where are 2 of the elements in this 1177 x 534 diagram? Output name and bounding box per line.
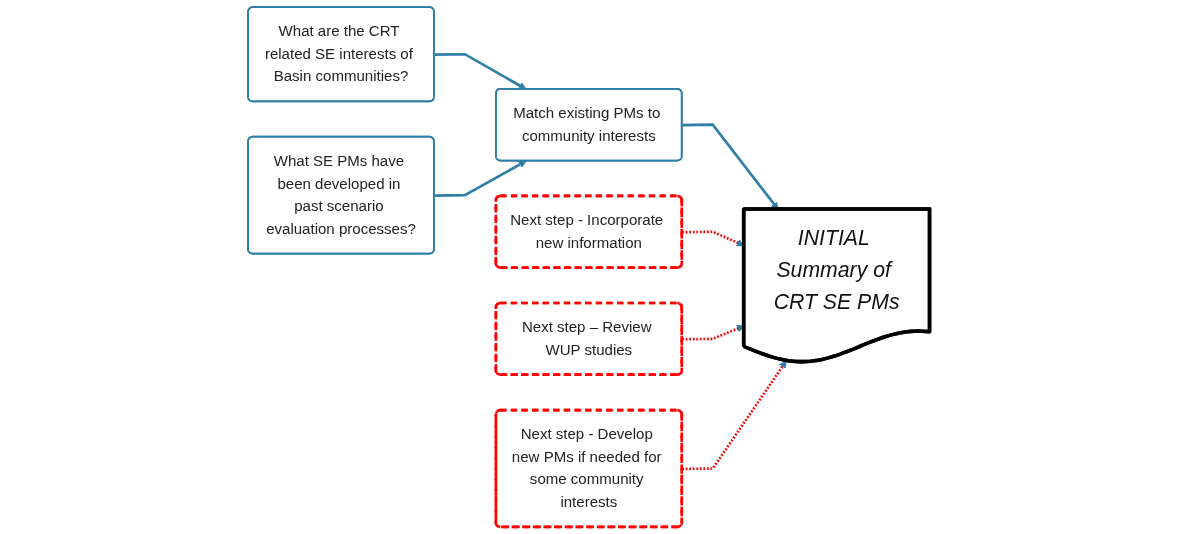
- arrow: [434, 160, 527, 197]
- arrow: [434, 52, 527, 90]
